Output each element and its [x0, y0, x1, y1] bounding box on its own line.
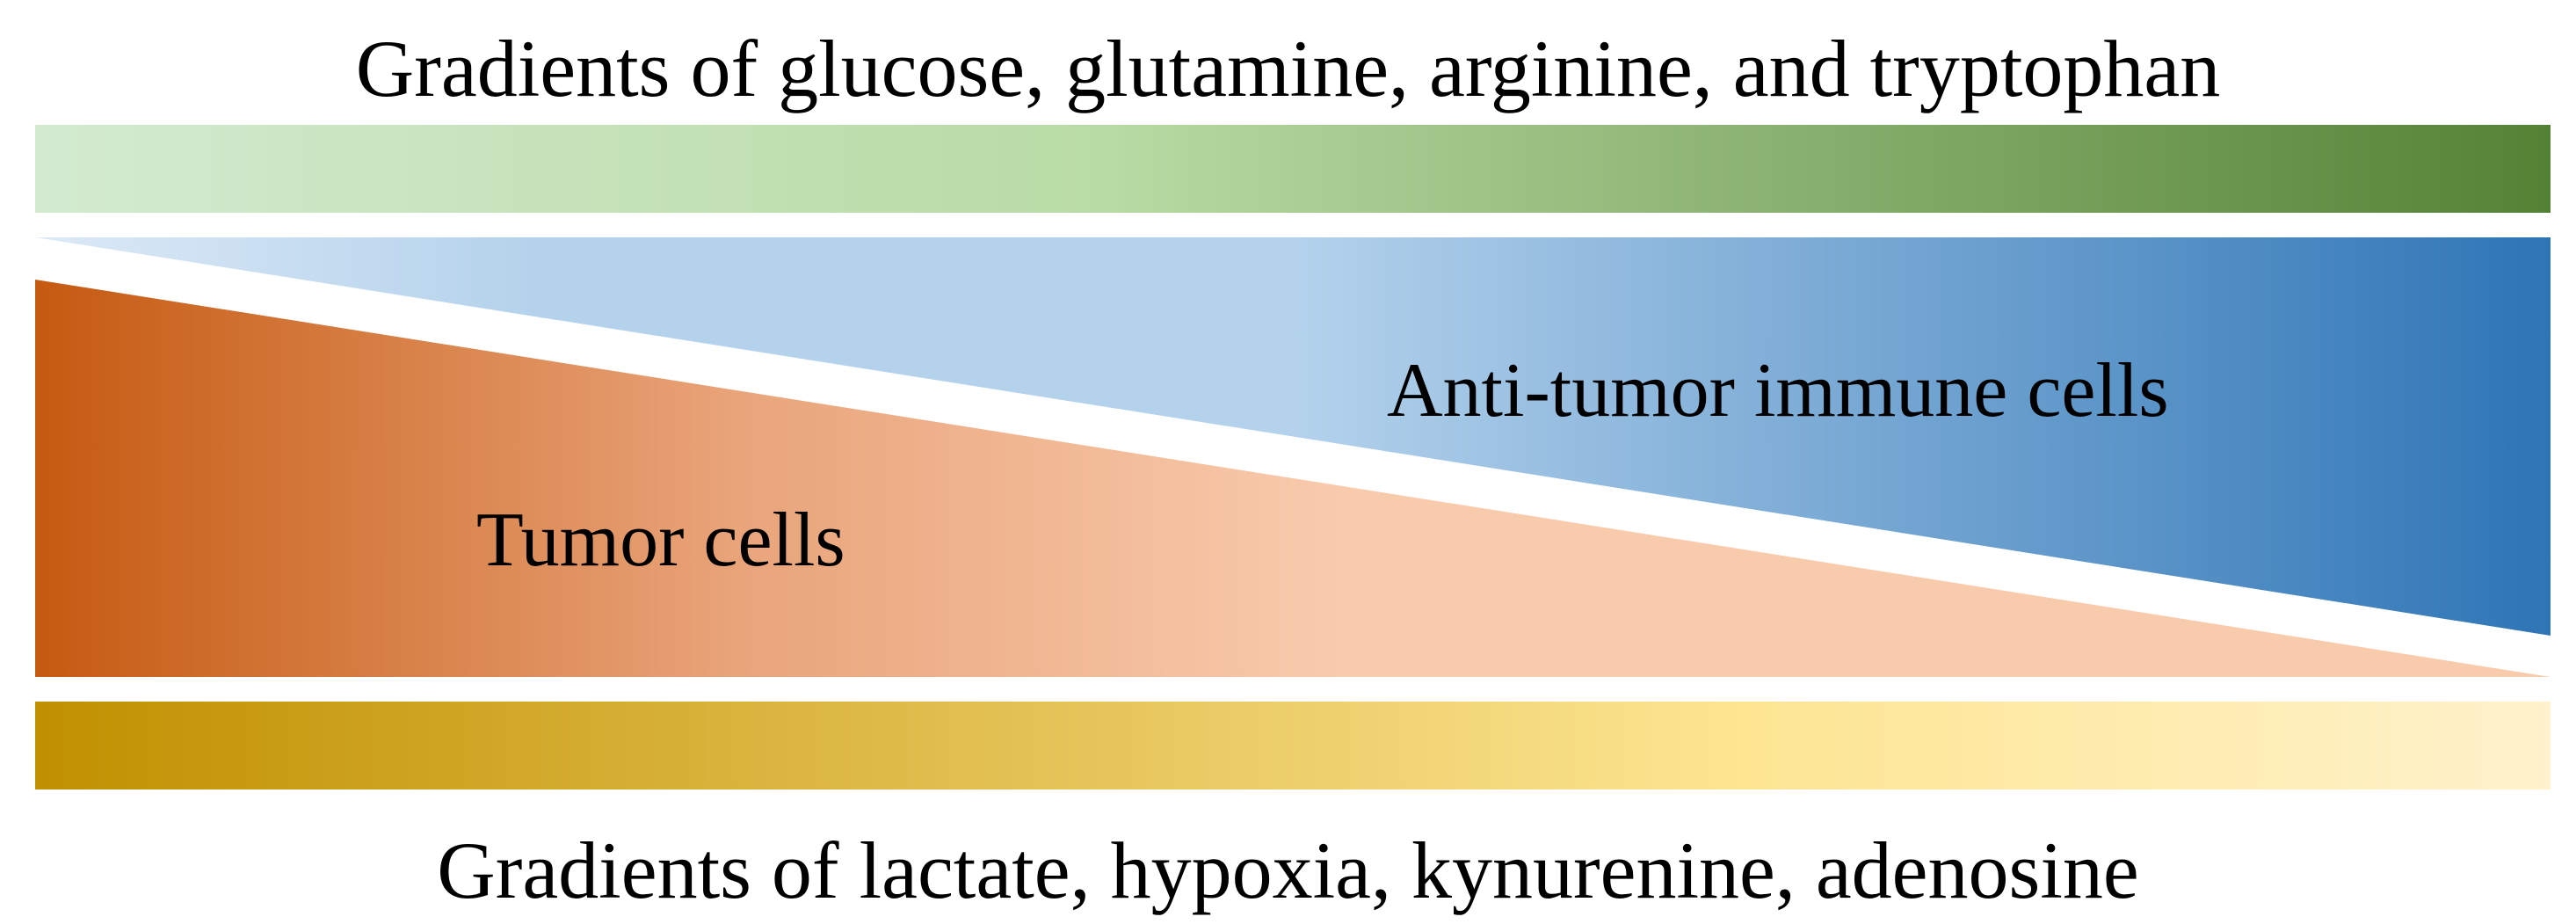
tumor-cells-label: Tumor cells — [476, 498, 845, 583]
tumor-cells-wedge — [35, 280, 2551, 677]
immune-cells-label: Anti-tumor immune cells — [1387, 348, 2169, 433]
metabolite-gradient-title: Gradients of lactate, hypoxia, kynurenin… — [437, 826, 2139, 915]
immune-cells-wedge — [35, 237, 2551, 636]
nutrient-gradient-title: Gradients of glucose, glutamine, arginin… — [355, 24, 2221, 113]
metabolite-gradient-bar — [35, 702, 2551, 789]
nutrient-gradient-bar — [35, 125, 2551, 213]
